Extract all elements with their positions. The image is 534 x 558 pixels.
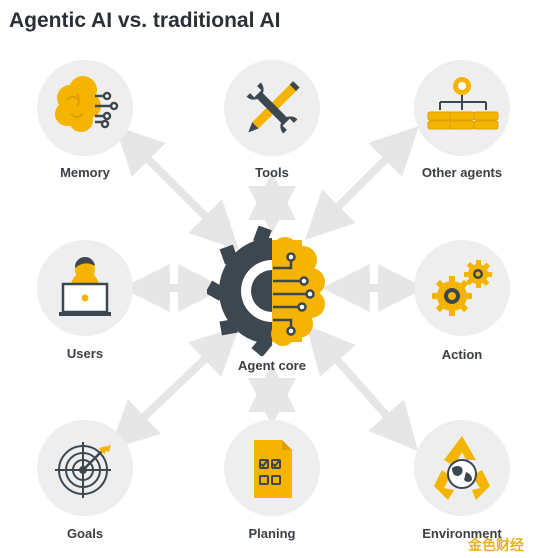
environment-label: Environment xyxy=(422,526,502,541)
goals-label: Goals xyxy=(66,526,104,541)
arrow-other-agents xyxy=(305,126,419,240)
memory-label: Memory xyxy=(60,165,110,180)
action-label: Action xyxy=(441,347,483,362)
users-label: Users xyxy=(66,346,104,361)
brain-circuit-icon xyxy=(55,76,119,132)
action-node xyxy=(414,240,510,336)
agent-core-label: Agent core xyxy=(238,358,306,373)
other-agents-node xyxy=(414,60,510,156)
goals-node xyxy=(37,420,133,516)
gear-brain-icon xyxy=(205,225,325,358)
planing-node xyxy=(224,420,320,516)
other-agents-label: Other agents xyxy=(421,165,503,180)
planing-label: Planing xyxy=(248,526,296,541)
tools-node xyxy=(224,60,320,156)
diagram-title: Agentic AI vs. traditional AI xyxy=(9,9,281,32)
arrow-environment xyxy=(306,325,418,451)
arrow-memory xyxy=(115,126,239,250)
gears-icon xyxy=(432,260,492,316)
user-laptop-icon xyxy=(59,256,111,316)
server-network-icon xyxy=(427,77,499,130)
recycle-globe-icon xyxy=(434,436,490,500)
wrench-pencil-icon xyxy=(246,81,300,134)
agent-core-node xyxy=(205,225,337,358)
memory-node xyxy=(37,60,133,156)
target-dart-icon xyxy=(55,442,111,498)
users-node xyxy=(37,240,133,336)
arrow-goals xyxy=(109,326,240,450)
tools-label: Tools xyxy=(255,165,289,180)
watermark-logo: 金色财经 xyxy=(468,537,524,553)
checklist-icon xyxy=(254,440,292,498)
environment-node xyxy=(414,420,510,516)
